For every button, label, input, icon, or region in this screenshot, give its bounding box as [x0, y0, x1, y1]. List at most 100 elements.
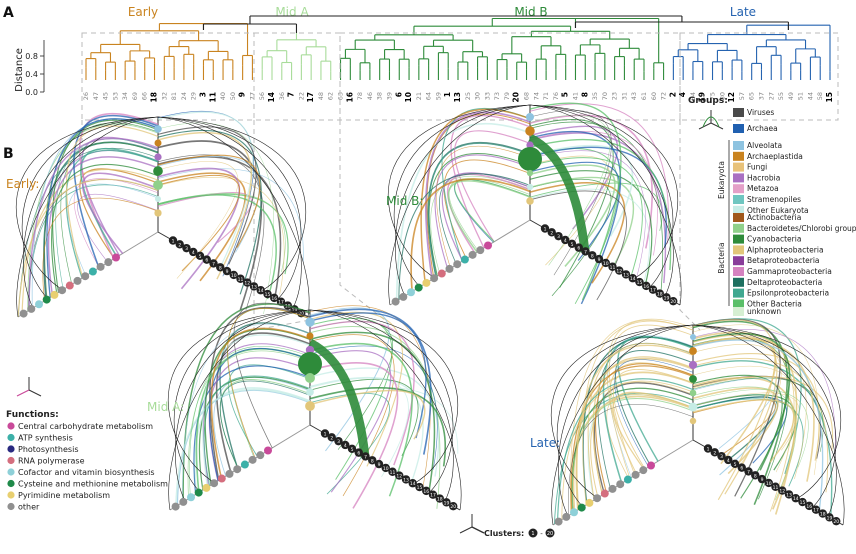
hive-link — [692, 324, 820, 475]
hive-function-node — [50, 290, 59, 299]
hive-link — [529, 138, 672, 271]
hive-link — [426, 113, 531, 279]
eukaryota-item-label: Stramenopiles — [747, 195, 801, 204]
cluster-range-badge — [545, 528, 555, 538]
eukaryota-item-label: Metazoa — [747, 184, 779, 193]
hive-cluster-number: 8 — [591, 253, 594, 259]
hive-group-node — [306, 332, 314, 340]
hive-envelope — [167, 309, 311, 484]
leaf-label: 66 — [141, 92, 149, 100]
hive-cluster-node — [635, 277, 644, 287]
hive-function-node — [391, 297, 400, 306]
hive-cluster-number: 10 — [383, 466, 389, 472]
hive-envelope — [692, 324, 845, 526]
function-label: Central carbohydrate metabolism — [18, 422, 153, 431]
hive-link — [572, 371, 694, 513]
hive-link — [692, 319, 776, 501]
hive-cluster-node — [561, 235, 570, 245]
leaf-label: 8 — [580, 92, 589, 97]
leaf-label: 61 — [640, 92, 648, 100]
hive-cluster-number: 7 — [747, 469, 750, 475]
hive-link — [587, 343, 694, 501]
hive-cluster-node — [791, 494, 800, 503]
hive-link — [529, 188, 651, 290]
hive-label: Mid B: — [386, 194, 423, 208]
hive-group-node — [689, 375, 697, 383]
eukaryota-item-label: Archaeplastida — [747, 152, 803, 161]
leaf-label: 47 — [92, 92, 100, 100]
hive-cluster-number: 13 — [623, 272, 629, 278]
hive-link — [612, 391, 694, 470]
hive-function-node — [19, 309, 28, 318]
hive-cluster-node — [628, 274, 637, 283]
hive-cluster-node — [182, 243, 191, 253]
leaf-label: 14 — [267, 92, 276, 102]
mini-axis — [459, 526, 473, 534]
leaf-label: 63 — [337, 92, 345, 100]
hive-cluster-node — [243, 278, 252, 287]
hive-link — [692, 389, 809, 468]
hive-cluster-node — [655, 289, 664, 298]
hive-group-node — [154, 125, 162, 133]
hive-envelope — [16, 116, 159, 318]
hive-cluster-number: 5 — [351, 447, 354, 453]
leaf-label: 43 — [630, 92, 638, 100]
hive-link — [692, 329, 836, 458]
hive-function-node — [399, 292, 408, 301]
hive-group-node — [688, 402, 698, 412]
hive-cluster-number: 14 — [630, 276, 636, 282]
hive-link — [614, 359, 694, 468]
leaf-label: 2 — [668, 92, 677, 97]
eukaryota-item-swatch — [733, 205, 744, 215]
hive-link — [443, 159, 531, 259]
hive-cluster-number: 6 — [740, 466, 743, 472]
functions-legend: Functions: Central carbohydrate metaboli… — [6, 377, 168, 512]
hive-cluster-node — [374, 459, 384, 469]
hive-group-node — [525, 126, 535, 136]
hive-link — [529, 114, 653, 249]
hive-cluster-number: 14 — [258, 288, 264, 294]
hive-cluster-number: 19 — [292, 307, 298, 313]
hive-function-node — [577, 503, 586, 512]
leaf-label: 59 — [434, 92, 442, 100]
clusters-axis-icon — [459, 514, 485, 534]
unknown-label: unknown — [747, 307, 781, 316]
hive-link — [309, 345, 438, 470]
bacteria-item-swatch — [733, 288, 744, 298]
hive-link — [450, 114, 531, 249]
hive-cluster-number: 3 — [185, 246, 188, 252]
hive-link — [157, 192, 286, 273]
leaf-label: 75 — [709, 92, 717, 100]
hive-link — [454, 130, 531, 243]
hive-cluster-node — [168, 236, 178, 245]
hive-cluster-number: 2 — [713, 450, 716, 456]
leaf-label: 73 — [493, 92, 501, 100]
mini-axis — [16, 389, 30, 397]
hive-link — [209, 307, 311, 481]
hive-link — [592, 356, 694, 496]
hive-link — [692, 396, 778, 462]
leaf-label: 54 — [689, 92, 697, 100]
hive-cluster-number: 4 — [192, 250, 195, 256]
hive-function-node — [58, 286, 67, 295]
phase-box — [679, 32, 839, 121]
leaf-label: 10 — [404, 92, 413, 102]
dendrogram-boxes — [81, 32, 839, 121]
hive-cluster-number: 10 — [603, 261, 609, 267]
groups-legend: Groups: VirusesArchaeaAlveolataArchaepla… — [688, 96, 856, 316]
hive-cluster-number: 1 — [544, 227, 547, 233]
hive-link — [157, 177, 285, 295]
leaf-label: 79 — [503, 92, 511, 100]
hive-link — [692, 377, 824, 452]
phase-box — [81, 32, 255, 121]
leaf-label: 1 — [443, 92, 452, 97]
eukaryota-label: Eukaryota — [717, 161, 726, 199]
hive-group-node — [154, 153, 162, 161]
hive-link — [454, 178, 531, 243]
ytick-label: 0.4 — [25, 70, 38, 79]
hive-cluster-node — [594, 254, 604, 264]
hive-link — [448, 178, 531, 252]
hive-function-node — [437, 269, 446, 278]
hive-envelope — [692, 324, 837, 517]
functions-title: Functions: — [6, 410, 59, 420]
